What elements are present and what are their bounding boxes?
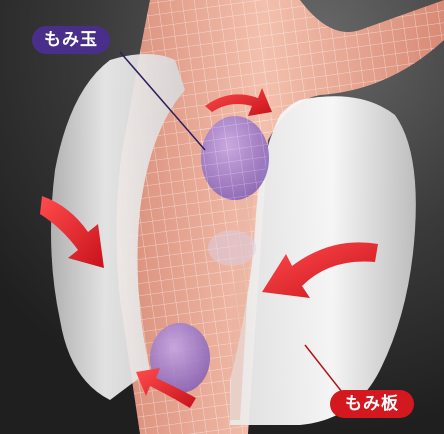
massage-ball-middle-faint: [208, 230, 256, 266]
massage-plate-label: もみ板: [330, 390, 414, 418]
massage-ball-label: もみ玉: [32, 26, 110, 54]
massage-ball-upper: [201, 116, 269, 200]
